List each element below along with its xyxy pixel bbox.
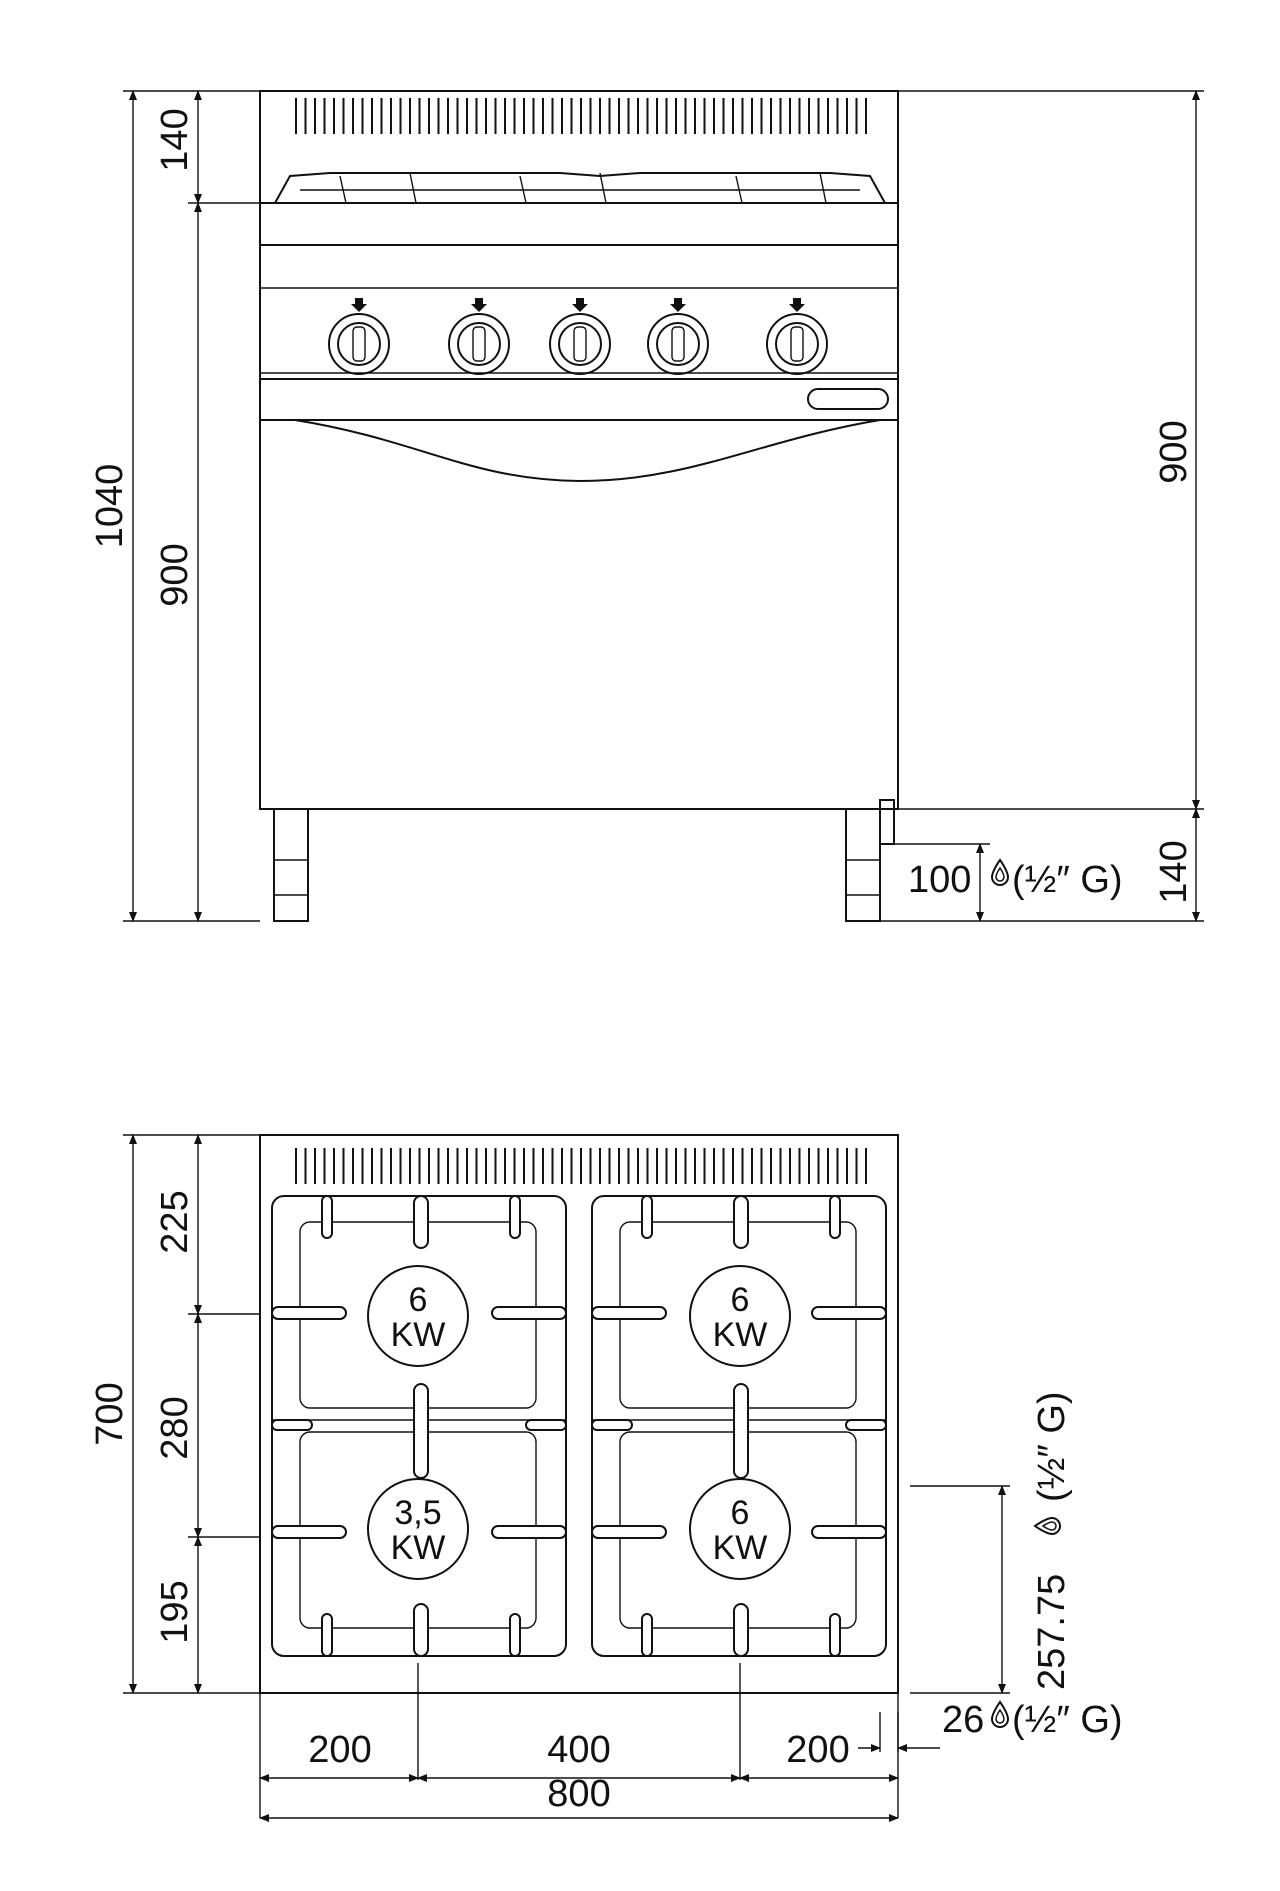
gas-side-distance: 257.75 xyxy=(1031,1574,1073,1690)
grate-fingers xyxy=(271,1195,887,1657)
knob[interactable] xyxy=(328,298,390,375)
gas-side-spec: (½″ G) xyxy=(1031,1391,1073,1502)
leg xyxy=(273,808,309,922)
backsplash-vents xyxy=(295,98,867,134)
gas-drop-icon xyxy=(991,1701,1009,1728)
gas-inlet-height: 100 xyxy=(908,859,971,901)
front-view: 1040 140 900 900 140 100 (½″ G) xyxy=(89,90,1204,922)
knob-indicator-icon xyxy=(351,298,367,312)
knob-indicator-icon xyxy=(471,298,487,312)
cabinet-body xyxy=(259,202,899,810)
dim-top-height: 140 xyxy=(154,108,196,171)
burner-unit: KW xyxy=(713,1529,768,1567)
gas-bottom-distance: 26 xyxy=(942,1699,984,1741)
burner: 6 KW xyxy=(367,1265,469,1367)
knob[interactable] xyxy=(448,298,510,375)
knob-indicator-icon xyxy=(572,298,588,312)
knob[interactable] xyxy=(766,298,828,375)
burner: 3,5 KW xyxy=(367,1478,469,1580)
dim-body-height-left: 900 xyxy=(154,543,196,606)
burner: 6 KW xyxy=(689,1478,791,1580)
gas-drop-icon xyxy=(1034,1517,1061,1535)
oven-handle xyxy=(807,388,889,410)
control-panel xyxy=(259,244,899,380)
oven-door-curve xyxy=(294,419,881,483)
dim-leg-height: 140 xyxy=(1153,840,1195,903)
control-knobs xyxy=(328,298,828,375)
top-view: 6 KW 6 KW 3,5 KW 6 KW 700 225 280 195 xyxy=(89,1134,1123,1822)
grate-bars xyxy=(272,1221,886,1629)
burner-power: 3,5 xyxy=(394,1494,441,1532)
dim-width-left: 200 xyxy=(308,1729,371,1771)
backsplash xyxy=(259,90,899,204)
dim-total-height: 1040 xyxy=(89,464,131,549)
dim-width-right: 200 xyxy=(786,1729,849,1771)
gas-bottom-spec: (½″ G) xyxy=(1012,1699,1123,1741)
dim-rear: 225 xyxy=(154,1190,196,1253)
knob-indicator-icon xyxy=(670,298,686,312)
burner-power: 6 xyxy=(731,1494,750,1532)
knob[interactable] xyxy=(549,298,611,375)
burner-power: 6 xyxy=(409,1281,428,1319)
burner: 6 KW xyxy=(689,1265,791,1367)
burner-power: 6 xyxy=(731,1281,750,1319)
dim-front: 195 xyxy=(154,1580,196,1643)
burner-unit: KW xyxy=(391,1316,446,1354)
top-vents xyxy=(295,1148,867,1184)
leg xyxy=(845,808,881,922)
knob-indicator-icon xyxy=(789,298,805,312)
burner-unit: KW xyxy=(713,1316,768,1354)
dim-width-middle: 400 xyxy=(547,1729,610,1771)
knob[interactable] xyxy=(647,298,709,375)
gas-inlet-spec: (½″ G) xyxy=(1012,859,1123,901)
top-grates xyxy=(274,172,886,204)
dim-width-total: 800 xyxy=(547,1773,610,1815)
dim-body-height-right: 900 xyxy=(1153,420,1195,483)
dim-depth: 700 xyxy=(89,1382,131,1445)
gas-drop-icon xyxy=(991,859,1009,886)
gas-connection xyxy=(879,799,895,845)
dim-middle: 280 xyxy=(154,1396,196,1459)
burner-unit: KW xyxy=(391,1529,446,1567)
cooktop-outline xyxy=(259,1134,899,1694)
